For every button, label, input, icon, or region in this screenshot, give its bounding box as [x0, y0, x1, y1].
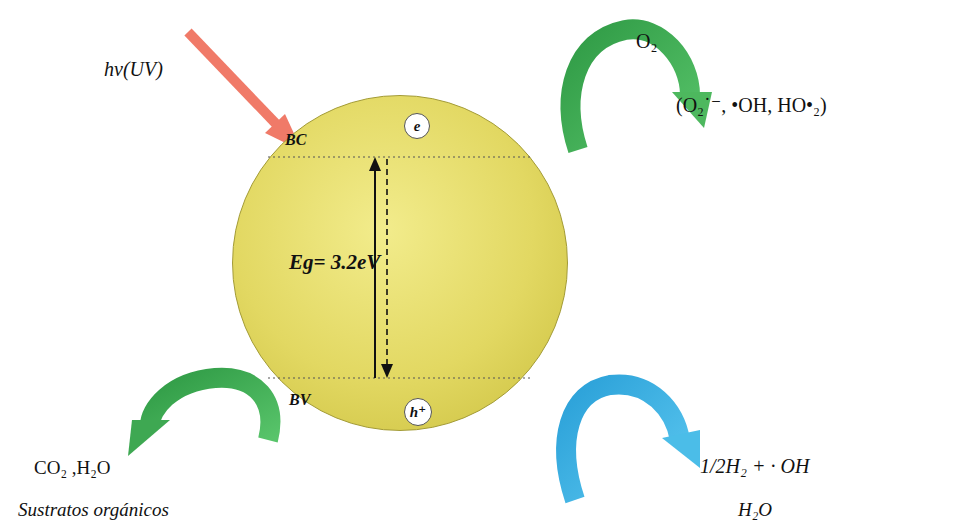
- hole-label: h⁺: [410, 405, 426, 420]
- blue-arrow: [566, 384, 700, 500]
- product-label: CO₂ ,H₂O: [34, 458, 111, 479]
- light-label: hν(UV): [104, 58, 163, 80]
- product-label: (O₂˙⁻, •OH, HO•₂): [676, 94, 827, 116]
- product-label: 1/2H₂ + · OH: [700, 455, 809, 477]
- band-label: BV: [289, 392, 310, 408]
- reactant-label: H₂O: [738, 500, 772, 521]
- electron-label: e: [414, 119, 421, 134]
- uv-arrow: [188, 32, 302, 151]
- band-gap-label: Eg= 3.2eV: [289, 252, 380, 273]
- band-diagram: [232, 95, 568, 431]
- reactant-label: Sustratos orgánicos: [18, 500, 169, 521]
- green-arrow: [571, 29, 712, 150]
- green-arrow: [128, 378, 270, 456]
- electron-symbol: e: [404, 113, 430, 139]
- band-label: BC: [285, 132, 306, 148]
- reactant-label: O₂: [636, 30, 657, 52]
- hole-symbol: h⁺: [404, 398, 432, 426]
- semiconductor-particle: BC Eg= 3.2eV BV e h⁺: [232, 95, 568, 431]
